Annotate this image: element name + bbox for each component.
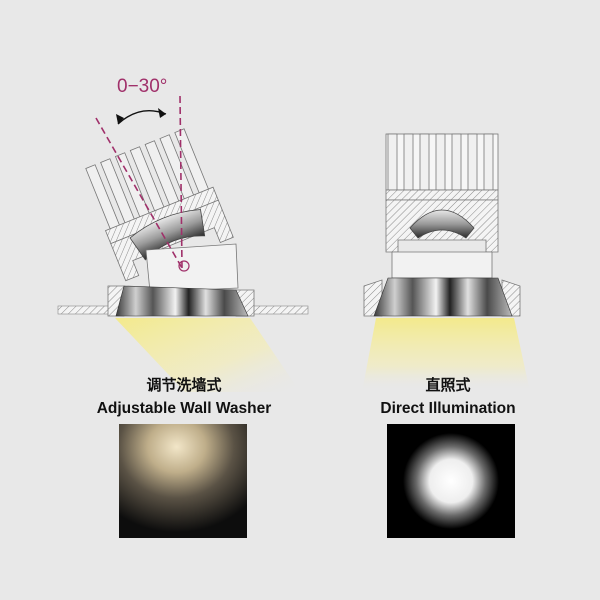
angle-line-vertical: [179, 95, 183, 269]
left-light-beam: [115, 318, 300, 392]
rotation-arrow-icon: [117, 110, 167, 125]
direct-beam-spot: [403, 433, 499, 529]
right-reflector: [373, 277, 513, 317]
right-title-zh: 直照式: [425, 377, 471, 394]
adjustable-fixture: [57, 95, 309, 392]
left-title-zh: 调节洗墙式: [146, 377, 222, 394]
left-reflector: [115, 285, 249, 317]
left-pivot-bracket: [145, 243, 239, 293]
right-title-en: Direct Illumination: [380, 400, 516, 417]
left-title-en: Adjustable Wall Washer: [96, 400, 272, 417]
right-heat-sink: [385, 133, 499, 191]
tilt-angle-label: 0−30°: [117, 76, 168, 97]
right-light-beam: [362, 318, 530, 392]
wall-washer-beam-photo: [119, 424, 247, 538]
right-lens: [409, 209, 475, 239]
tilted-lamp-head: [85, 128, 234, 282]
angle-line-tilted: [95, 117, 183, 269]
direct-fixture: [362, 133, 530, 392]
